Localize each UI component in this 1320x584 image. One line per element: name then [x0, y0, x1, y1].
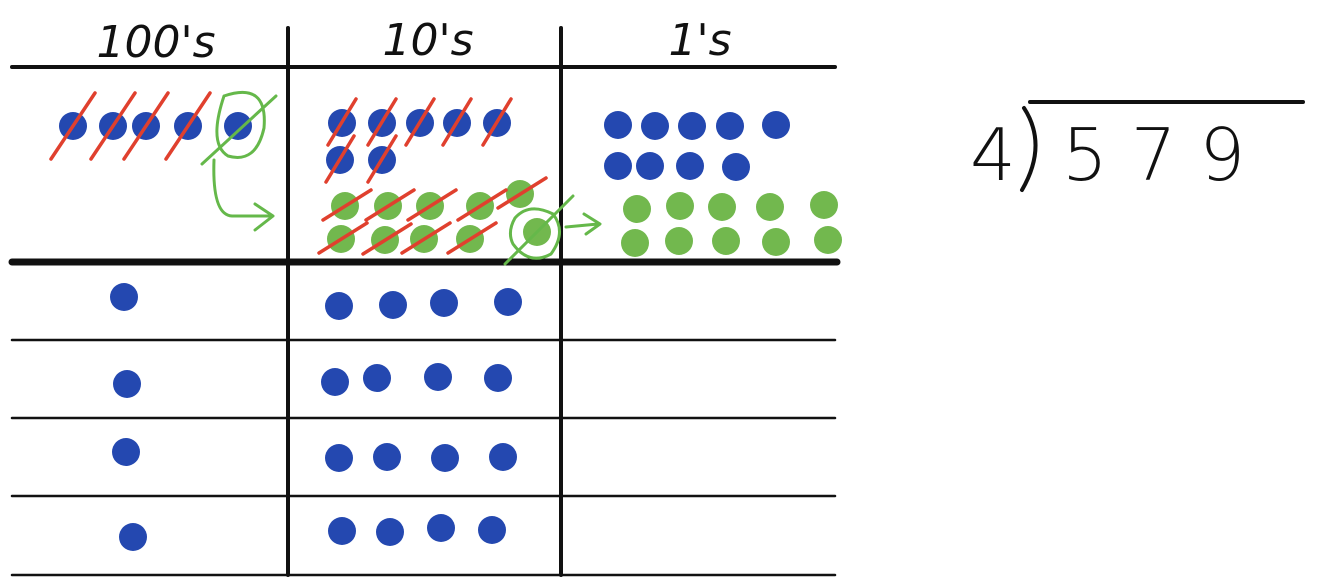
- ones-disc: [678, 112, 706, 140]
- annotation-marks: [49, 90, 602, 266]
- group-tens-disc: [430, 289, 458, 317]
- regrouped-ones-disc: [810, 191, 838, 219]
- hundreds-cross-out-mark: [164, 91, 212, 161]
- group-hundreds-disc: [113, 370, 141, 398]
- hundreds-cross-out-mark: [89, 91, 137, 161]
- divisor-value: 4: [970, 113, 1016, 197]
- group-tens-disc: [494, 288, 522, 316]
- regroup-circle-mark: [508, 207, 561, 260]
- tens-cross-out-mark: [406, 188, 458, 222]
- regrouped-ones-disc: [762, 228, 790, 256]
- place-value-discs: [59, 109, 842, 551]
- regrouped-ones-disc: [665, 227, 693, 255]
- group-tens-disc: [484, 364, 512, 392]
- group-hundreds-disc: [112, 438, 140, 466]
- group-tens-disc: [379, 291, 407, 319]
- regrouped-ones-disc: [712, 227, 740, 255]
- header-tens: 10's: [382, 15, 473, 66]
- tens-cross-out-mark: [366, 134, 398, 184]
- tens-cross-out-mark: [441, 97, 473, 147]
- tens-cross-out-mark: [481, 97, 513, 147]
- hundreds-cross-out-mark: [122, 91, 170, 161]
- tens-cross-out-mark: [364, 188, 416, 222]
- regrouped-ones-disc: [666, 192, 694, 220]
- tens-cross-out-mark: [400, 221, 452, 255]
- group-tens-disc: [325, 444, 353, 472]
- regroup-arrow-icon: [564, 212, 602, 236]
- tens-cross-out-mark: [496, 176, 548, 210]
- group-tens-disc: [325, 292, 353, 320]
- header-hundreds: 100's: [96, 17, 215, 68]
- tens-cross-out-mark: [317, 221, 369, 255]
- ones-disc: [641, 112, 669, 140]
- tens-cross-out-mark: [456, 188, 508, 222]
- ones-disc: [604, 152, 632, 180]
- tens-cross-out-mark: [326, 97, 358, 147]
- dividend-value: 5 7 9: [1062, 113, 1245, 197]
- division-bracket-icon: [1020, 100, 1305, 192]
- ones-disc: [676, 152, 704, 180]
- ones-disc: [604, 111, 632, 139]
- group-tens-disc: [489, 443, 517, 471]
- group-tens-disc: [431, 444, 459, 472]
- regrouped-ones-disc: [623, 195, 651, 223]
- tens-cross-out-mark: [324, 134, 356, 184]
- group-hundreds-disc: [119, 523, 147, 551]
- regroup-slash-mark: [200, 94, 278, 166]
- hundreds-disc: [224, 112, 252, 140]
- tens-cross-out-mark: [446, 221, 498, 255]
- regrouped-ones-disc: [708, 193, 736, 221]
- regrouped-ones-disc: [814, 226, 842, 254]
- ones-disc: [762, 111, 790, 139]
- tens-cross-out-mark: [321, 188, 373, 222]
- ones-disc: [636, 152, 664, 180]
- place-value-table-grid: [8, 26, 841, 577]
- long-division: 4 5 7 9: [970, 100, 1305, 197]
- regroup-circle-mark: [215, 90, 266, 159]
- group-tens-disc: [376, 518, 404, 546]
- regrouped-ones-disc: [756, 193, 784, 221]
- group-tens-disc: [363, 364, 391, 392]
- header-ones: 1's: [668, 15, 731, 66]
- regroup-slash-mark: [503, 194, 575, 266]
- tens-cross-out-mark: [404, 97, 436, 147]
- ones-disc: [722, 153, 750, 181]
- group-tens-disc: [328, 517, 356, 545]
- group-tens-disc: [373, 443, 401, 471]
- group-tens-disc: [424, 363, 452, 391]
- group-tens-disc: [478, 516, 506, 544]
- regroup-arrow-icon: [212, 158, 275, 232]
- group-tens-disc: [321, 368, 349, 396]
- tens-cross-out-mark: [366, 97, 398, 147]
- group-tens-disc: [427, 514, 455, 542]
- ones-disc: [716, 112, 744, 140]
- hundreds-cross-out-mark: [49, 91, 97, 161]
- tens-cross-out-mark: [361, 222, 413, 256]
- group-hundreds-disc: [110, 283, 138, 311]
- regrouped-ones-disc: [621, 229, 649, 257]
